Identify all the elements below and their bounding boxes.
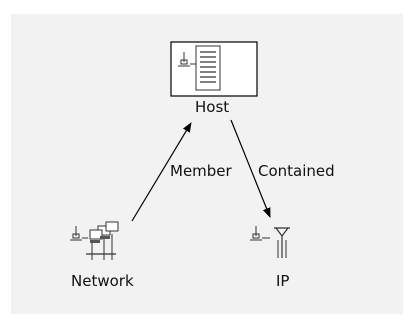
edge-contained[interactable]: Contained xyxy=(230,119,335,218)
network-icon xyxy=(70,221,119,260)
node-host[interactable]: Host xyxy=(170,41,258,116)
ip-address-icon xyxy=(250,226,290,258)
node-ip[interactable]: IP xyxy=(250,226,290,290)
edge-contained-label: Contained xyxy=(258,162,335,180)
node-network-label: Network xyxy=(71,272,134,290)
edge-member[interactable]: Member xyxy=(131,122,233,222)
server-icon xyxy=(178,45,221,91)
node-host-label: Host xyxy=(195,98,229,116)
edge-member-label: Member xyxy=(170,162,233,180)
edge-contained-line xyxy=(230,119,271,218)
edge-member-line xyxy=(131,122,192,222)
node-network[interactable]: Network xyxy=(70,221,134,290)
node-ip-label: IP xyxy=(276,272,289,290)
